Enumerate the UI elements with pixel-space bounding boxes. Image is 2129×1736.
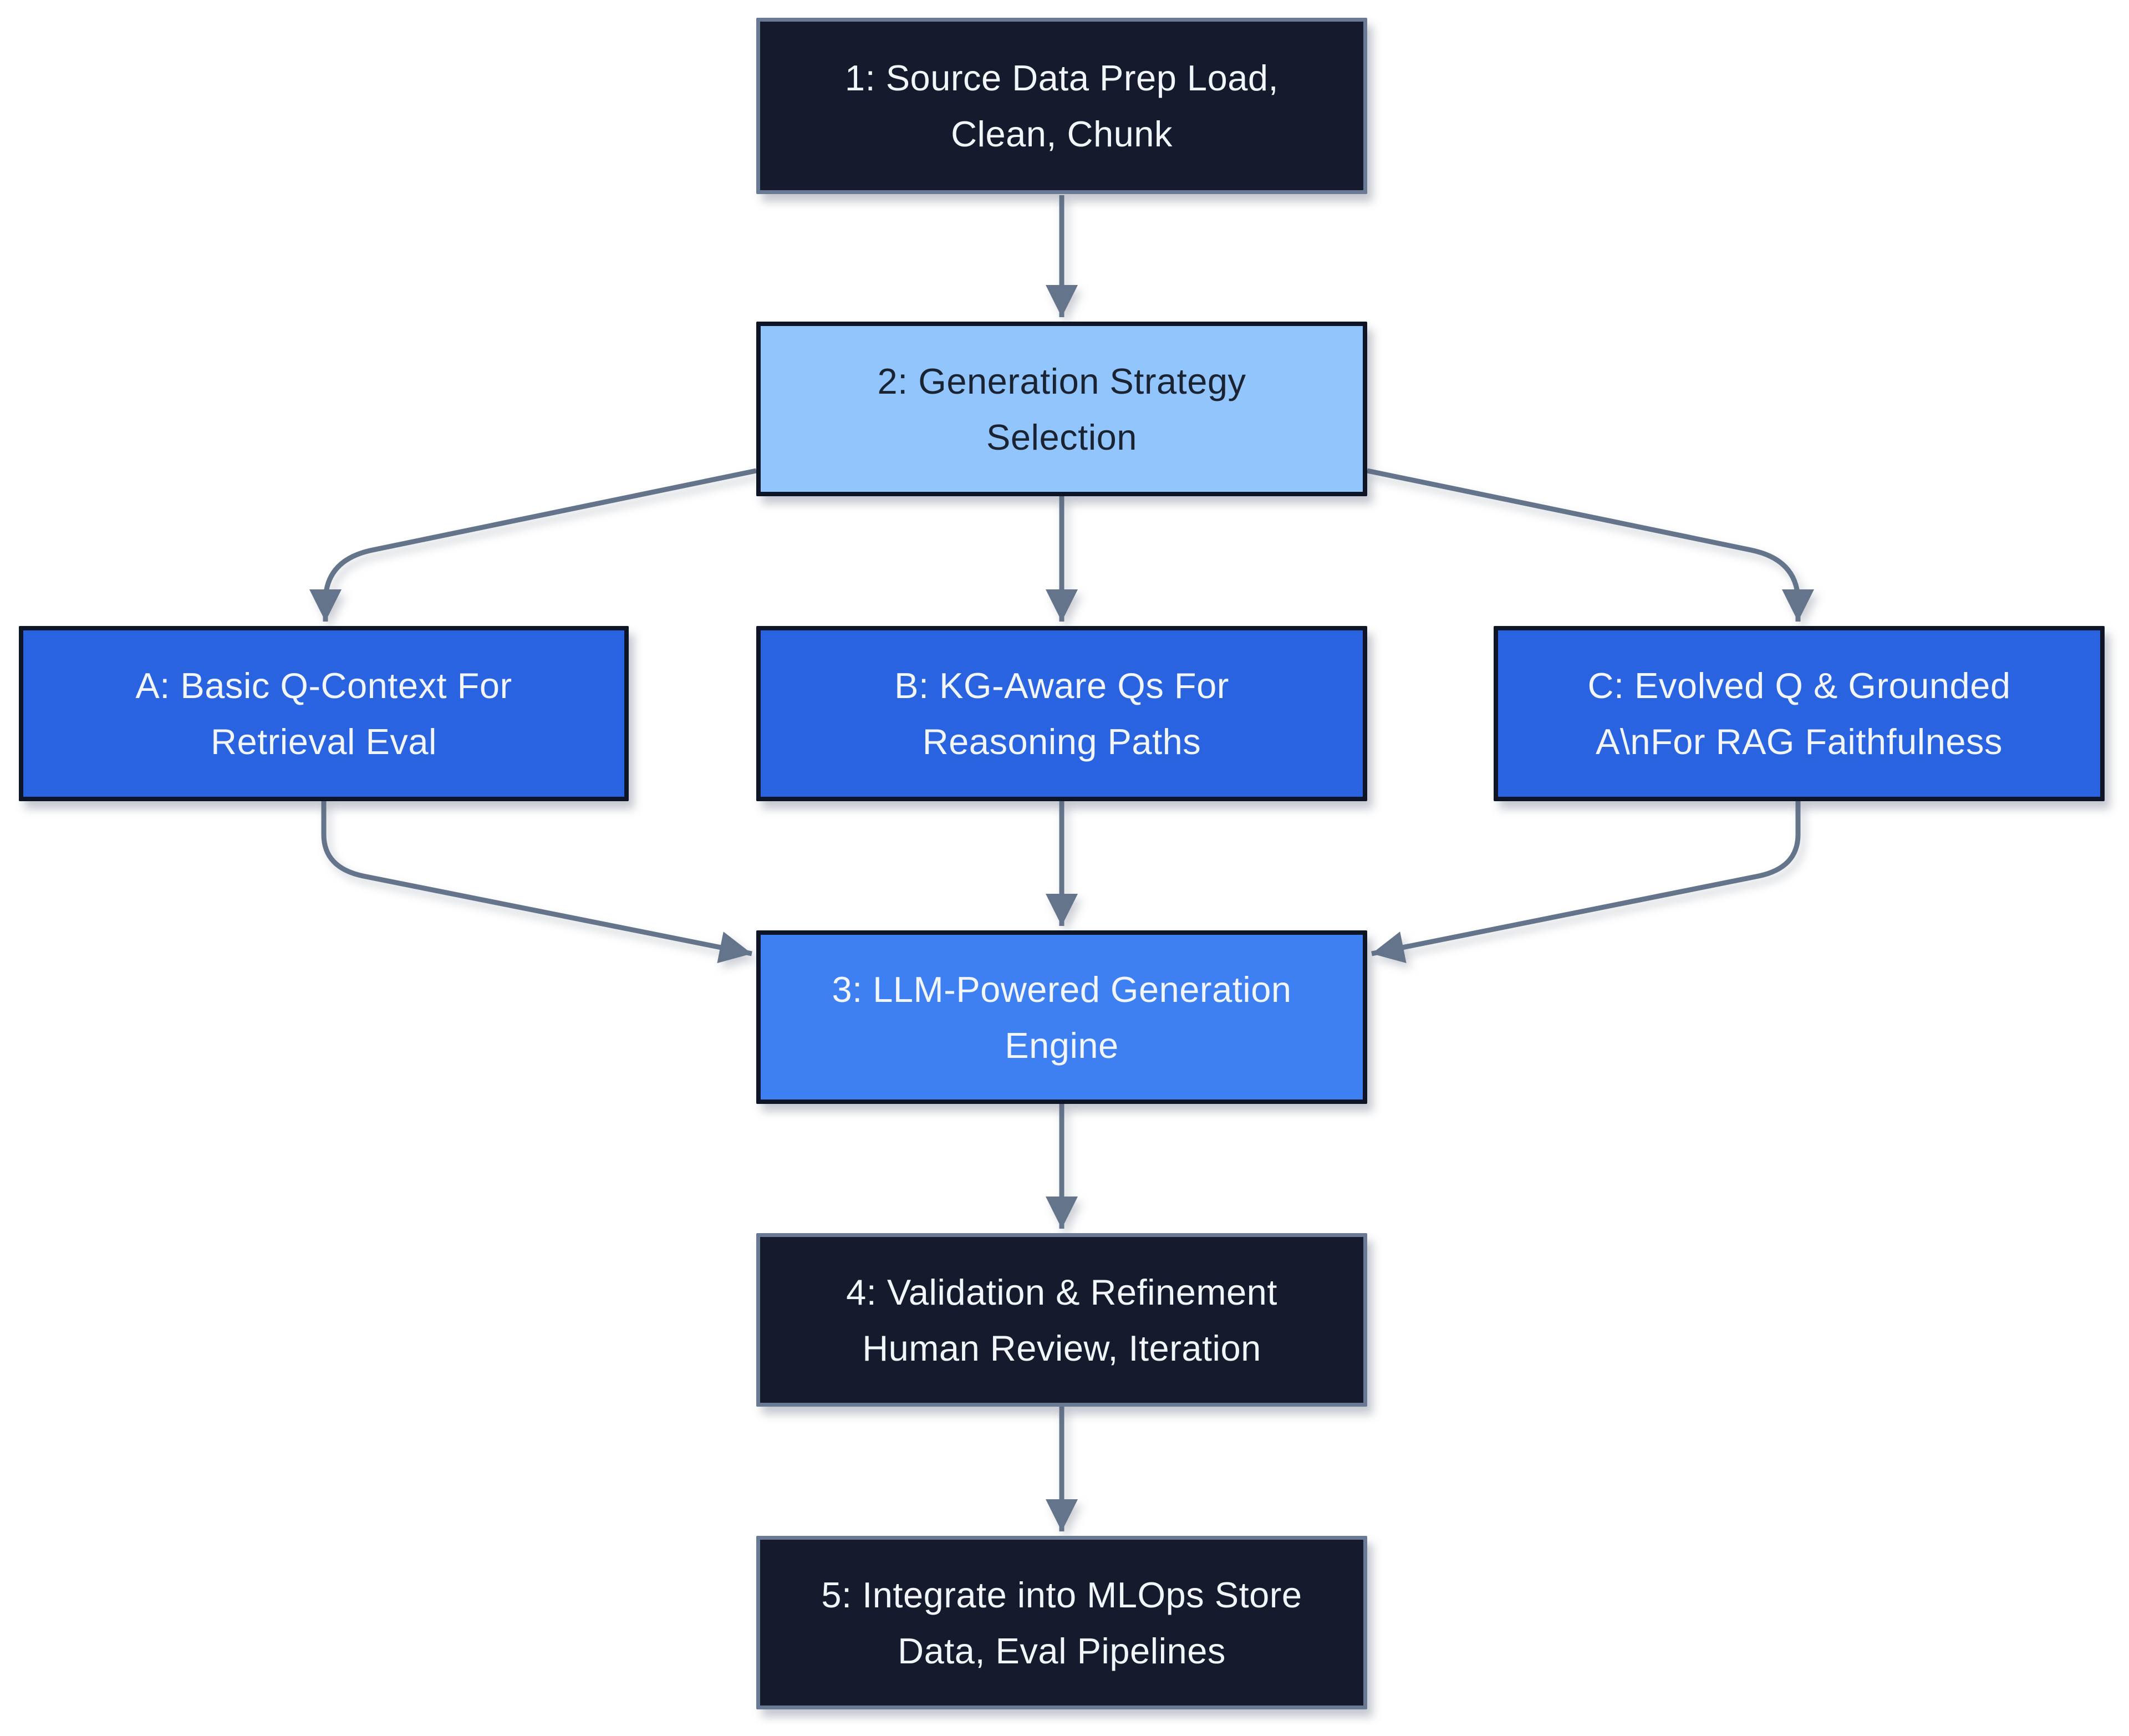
node-integrate-mlops: 5: Integrate into MLOps Store Data, Eval…: [756, 1536, 1367, 1709]
node-label-line: Selection: [986, 416, 1137, 457]
node-label-line: Data, Eval Pipelines: [898, 1630, 1226, 1671]
node-label-line: 3: LLM-Powered Generation: [832, 969, 1292, 1010]
node-label-line: Clean, Chunk: [951, 114, 1173, 154]
node-label-line: C: Evolved Q & Grounded: [1587, 665, 2011, 706]
node-label-line: Engine: [1005, 1025, 1119, 1066]
node-strategy-c-evolved-q: C: Evolved Q & Grounded A\nFor RAG Faith…: [1494, 626, 2105, 801]
node-strategy-b-kg-aware: B: KG-Aware Qs For Reasoning Paths: [756, 626, 1367, 801]
node-validation-refinement: 4: Validation & Refinement Human Review,…: [756, 1233, 1367, 1407]
node-label-line: 2: Generation Strategy: [877, 360, 1246, 401]
node-generation-strategy-selection: 2: Generation Strategy Selection: [756, 322, 1367, 496]
node-label-line: A: Basic Q-Context For: [135, 665, 512, 706]
node-label-line: Reasoning Paths: [922, 721, 1201, 762]
node-label-line: A\nFor RAG Faithfulness: [1596, 721, 2003, 762]
node-label-line: 1: Source Data Prep Load,: [844, 58, 1279, 98]
edge-stratA-step3: [321, 801, 752, 964]
node-label-line: Human Review, Iteration: [862, 1327, 1261, 1368]
node-label-line: B: KG-Aware Qs For: [894, 665, 1229, 706]
node-label-line: 5: Integrate into MLOps Store: [821, 1574, 1302, 1615]
node-source-data-prep: 1: Source Data Prep Load, Clean, Chunk: [756, 18, 1367, 194]
node-label-line: 4: Validation & Refinement: [846, 1271, 1277, 1312]
node-strategy-a-basic-q-context: A: Basic Q-Context For Retrieval Eval: [19, 626, 629, 801]
node-label-line: Retrieval Eval: [211, 721, 437, 762]
edge-stratC-step3: [1371, 801, 1801, 964]
node-llm-generation-engine: 3: LLM-Powered Generation Engine: [756, 930, 1367, 1104]
edge-step2-stratC: [1367, 468, 1814, 622]
edge-step2-stratA: [309, 468, 757, 622]
